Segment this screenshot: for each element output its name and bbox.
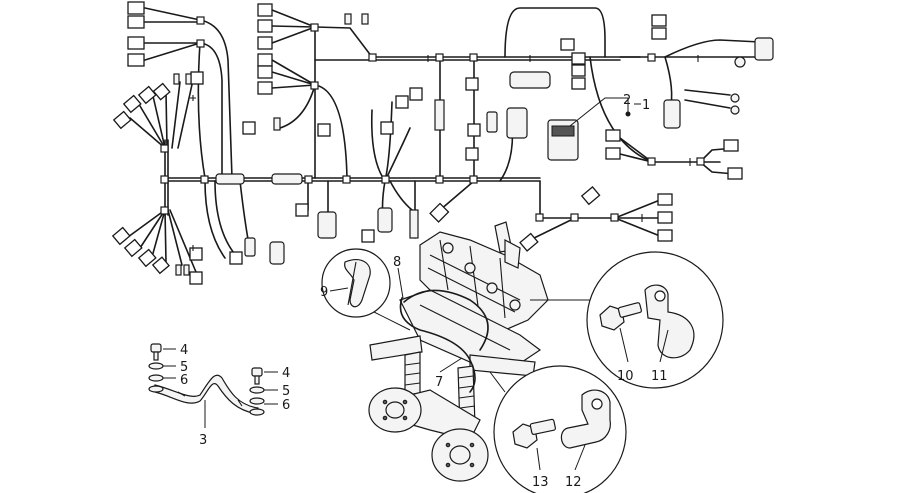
callout-4-right: 4 bbox=[282, 366, 290, 381]
callout-13: 13 bbox=[532, 475, 549, 490]
harness-junctions bbox=[160, 16, 705, 222]
callout-12: 12 bbox=[565, 475, 582, 490]
callout-1: 1 bbox=[642, 98, 650, 113]
callout-group-1-2: 2 1 bbox=[569, 93, 650, 127]
detail-callout-9: 9 bbox=[320, 248, 411, 331]
brake-hose-assembly: 4 5 6 4 5 6 3 bbox=[148, 343, 290, 448]
callout-4-left: 4 bbox=[180, 343, 188, 358]
callout-6-left: 6 bbox=[180, 373, 188, 388]
callout-7: 7 bbox=[435, 375, 443, 390]
harness-connectors bbox=[173, 13, 774, 276]
connector-tag-boxes bbox=[111, 1, 743, 285]
callout-9: 9 bbox=[320, 285, 328, 300]
callout-3: 3 bbox=[199, 433, 207, 448]
detail-callout-12-13: 13 12 bbox=[489, 365, 627, 493]
callout-10: 11 bbox=[651, 369, 668, 384]
callout-5-right: 5 bbox=[282, 384, 290, 399]
callout-5-left: 5 bbox=[180, 360, 188, 375]
callout-2: 2 bbox=[623, 93, 631, 108]
callout-6-right: 6 bbox=[282, 398, 290, 413]
callout-11: 10 bbox=[617, 369, 634, 384]
detail-callout-10-11: 10 11 bbox=[530, 251, 724, 389]
callout-8: 8 bbox=[393, 255, 401, 270]
front-suspension-assembly: 8 7 bbox=[368, 221, 549, 482]
